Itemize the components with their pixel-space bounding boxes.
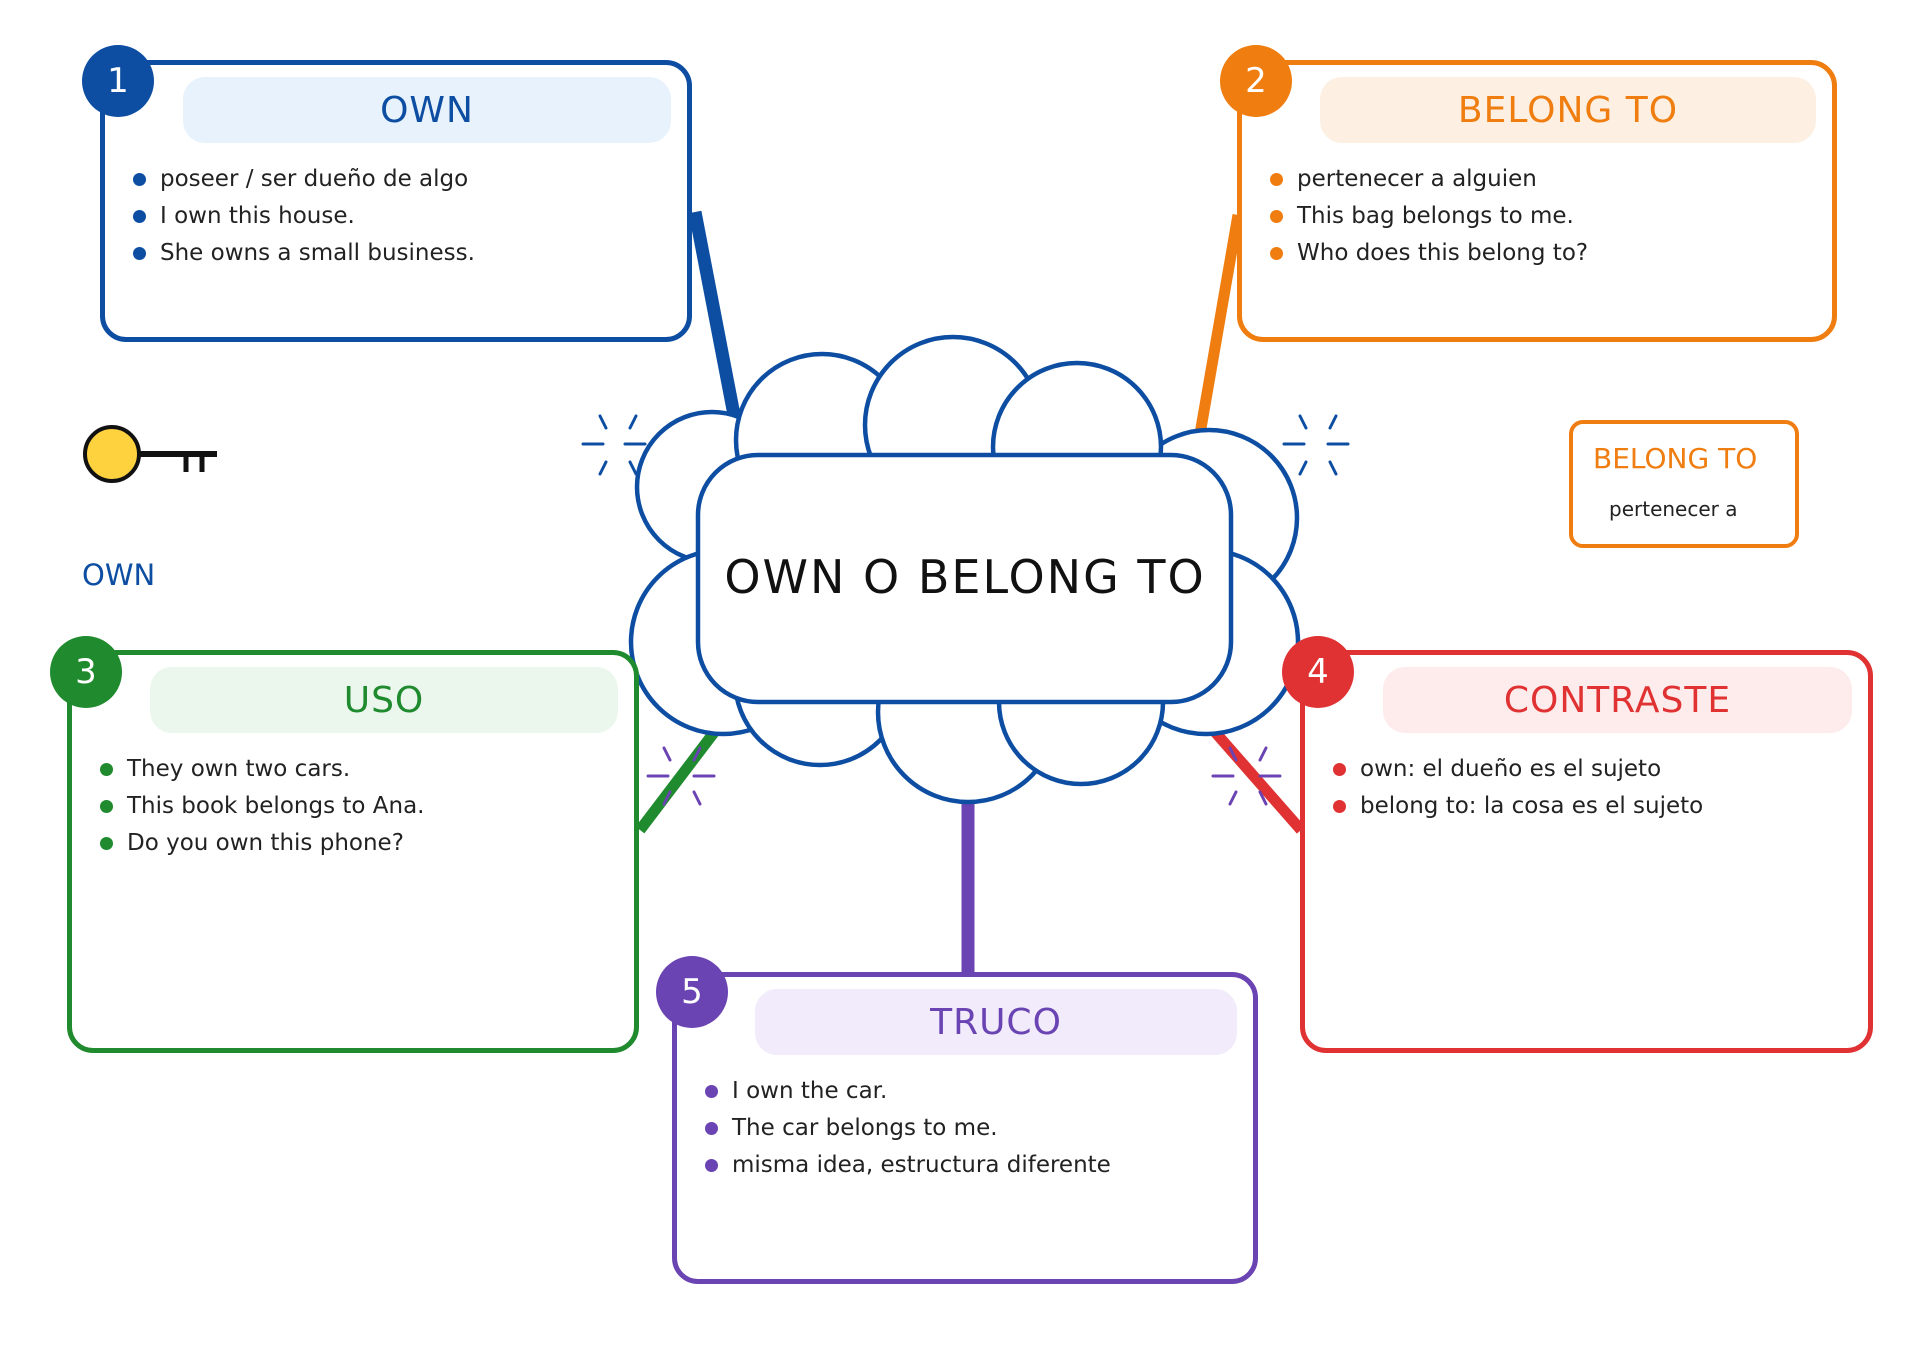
list-item-text: I own the car.: [732, 1078, 888, 1104]
connector-own: [688, 210, 742, 422]
bullet-icon: [100, 837, 113, 850]
bullet-icon: [705, 1085, 718, 1098]
side-label-own: OWN: [82, 558, 156, 592]
card-own: OWN poseer / ser dueño de algo I own thi…: [100, 60, 692, 342]
list-item-text: poseer / ser dueño de algo: [160, 166, 469, 192]
list-item: own: el dueño es el sujeto: [1333, 751, 1703, 788]
connector-contraste: [1203, 720, 1306, 834]
list-item-text: Who does this belong to?: [1297, 240, 1589, 266]
belong-to-note-subtitle: pertenecer a: [1609, 497, 1738, 521]
bullet-icon: [705, 1159, 718, 1172]
bullet-icon: [133, 247, 146, 260]
sparkle-right-icon: [1282, 414, 1350, 476]
list-item: pertenecer a alguien: [1270, 161, 1588, 198]
list-item-text: This book belongs to Ana.: [127, 793, 425, 819]
card-list: own: el dueño es el sujeto belong to: la…: [1333, 751, 1703, 825]
list-item-text: I own this house.: [160, 203, 355, 229]
list-item: I own the car.: [705, 1073, 1111, 1110]
card-truco: TRUCO I own the car. The car belongs to …: [672, 972, 1258, 1284]
card-title: CONTRASTE: [1383, 667, 1852, 733]
list-item: The car belongs to me.: [705, 1110, 1111, 1147]
card-number-badge: 5: [656, 956, 728, 1028]
card-title: TRUCO: [755, 989, 1237, 1055]
connector-belong-to: [1194, 214, 1244, 435]
card-list: pertenecer a alguien This bag belongs to…: [1270, 161, 1588, 272]
card-number-badge: 2: [1220, 45, 1292, 117]
list-item-text: Do you own this phone?: [127, 830, 404, 856]
sparkle-left-icon: [581, 414, 647, 476]
list-item-text: belong to: la cosa es el sujeto: [1360, 793, 1704, 819]
list-item: Who does this belong to?: [1270, 235, 1588, 272]
sparkle-bottom-right-icon: [1211, 746, 1282, 806]
bullet-icon: [705, 1122, 718, 1135]
list-item: Do you own this phone?: [100, 825, 424, 862]
bullet-icon: [1270, 210, 1283, 223]
card-list: They own two cars. This book belongs to …: [100, 751, 424, 862]
card-title: USO: [150, 667, 618, 733]
list-item-text: own: el dueño es el sujeto: [1360, 756, 1662, 782]
list-item: poseer / ser dueño de algo: [133, 161, 475, 198]
bullet-icon: [1270, 173, 1283, 186]
list-item: I own this house.: [133, 198, 475, 235]
list-item: misma idea, estructura diferente: [705, 1147, 1111, 1184]
card-title: BELONG TO: [1320, 77, 1816, 143]
card-list: poseer / ser dueño de algo I own this ho…: [133, 161, 475, 272]
list-item: This bag belongs to me.: [1270, 198, 1588, 235]
bullet-icon: [100, 800, 113, 813]
bullet-icon: [1270, 247, 1283, 260]
center-cloud: [628, 334, 1301, 805]
card-title: OWN: [183, 77, 671, 143]
connector-uso: [635, 718, 727, 834]
bullet-icon: [133, 210, 146, 223]
bullet-icon: [1333, 763, 1346, 776]
list-item: This book belongs to Ana.: [100, 788, 424, 825]
bullet-icon: [133, 173, 146, 186]
card-belong-to: BELONG TO pertenecer a alguien This bag …: [1237, 60, 1837, 342]
bullet-icon: [1333, 800, 1346, 813]
key-icon: [83, 425, 217, 483]
card-number-badge: 4: [1282, 636, 1354, 708]
card-number-badge: 3: [50, 636, 122, 708]
card-list: I own the car. The car belongs to me. mi…: [705, 1073, 1111, 1184]
card-number-badge: 1: [82, 45, 154, 117]
sparkle-bottom-left-icon: [646, 746, 716, 806]
list-item: belong to: la cosa es el sujeto: [1333, 788, 1703, 825]
list-item-text: pertenecer a alguien: [1297, 166, 1537, 192]
list-item: They own two cars.: [100, 751, 424, 788]
list-item-text: This bag belongs to me.: [1297, 203, 1574, 229]
card-contraste: CONTRASTE own: el dueño es el sujeto bel…: [1300, 650, 1873, 1053]
belong-to-note: BELONG TO pertenecer a: [1569, 420, 1799, 548]
card-uso: USO They own two cars. This book belongs…: [67, 650, 639, 1053]
center-title: OWN O BELONG TO: [724, 550, 1206, 604]
list-item: She owns a small business.: [133, 235, 475, 272]
list-item-text: They own two cars.: [127, 756, 351, 782]
bullet-icon: [100, 763, 113, 776]
list-item-text: misma idea, estructura diferente: [732, 1152, 1111, 1178]
list-item-text: She owns a small business.: [160, 240, 475, 266]
list-item-text: The car belongs to me.: [732, 1115, 998, 1141]
belong-to-note-title: BELONG TO: [1593, 442, 1758, 475]
